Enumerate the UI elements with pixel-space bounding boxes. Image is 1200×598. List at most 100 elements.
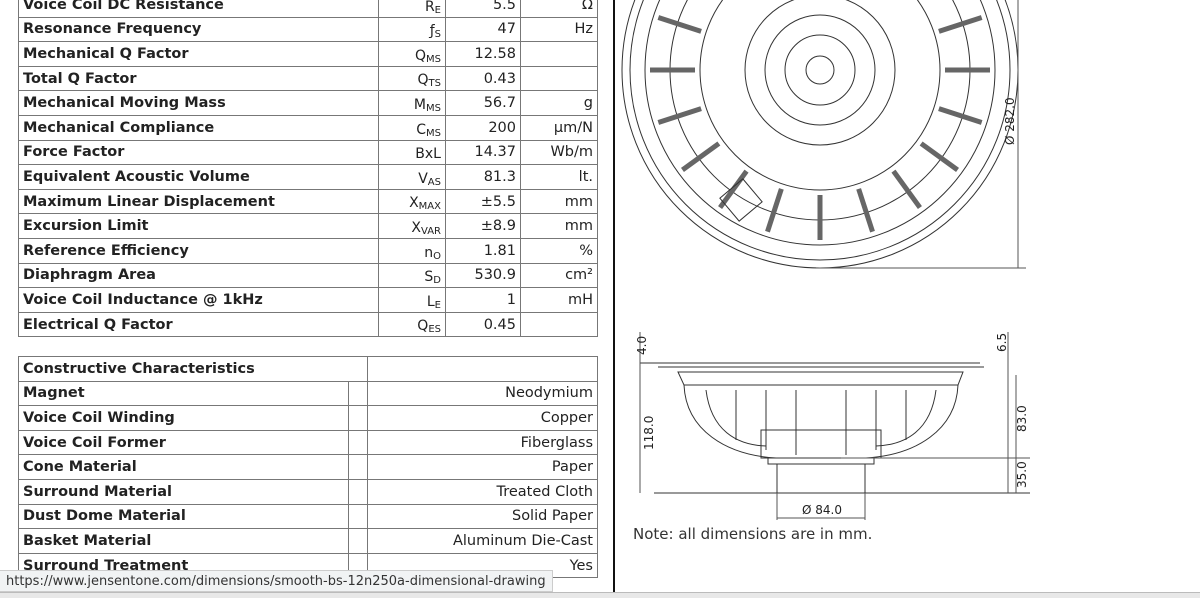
dimensional-drawing: Ø 282.0 4.0 118.0 6.5 83.0 35.0 Ø 84.0 [621, 0, 1030, 520]
parameter-label: Mechanical Compliance [18, 114, 379, 141]
parameter-unit: % [520, 237, 598, 264]
dim-mount: 6.5 [995, 333, 1009, 352]
parameter-value: 81.3 [445, 164, 521, 190]
parameter-unit: Wb/m [520, 139, 598, 166]
parameter-unit: mm [520, 188, 598, 215]
parameter-symbol: ƒS [378, 16, 446, 43]
parameter-label: Voice Coil Inductance @ 1kHz [18, 287, 379, 313]
constructive-value: Solid Paper [367, 503, 598, 530]
parameter-label: Voice Coil DC Resistance [18, 0, 379, 18]
parameter-unit [520, 41, 598, 67]
parameter-value: 14.37 [445, 139, 521, 166]
parameter-value: 530.9 [445, 262, 521, 289]
parameter-unit: mH [520, 287, 598, 313]
dim-magnet-height: 35.0 [1015, 461, 1029, 488]
parameter-unit: lt. [520, 164, 598, 190]
parameter-unit: g [520, 90, 598, 116]
side-view [639, 332, 1030, 520]
parameter-unit [520, 65, 598, 92]
parameter-unit: cm² [520, 262, 598, 289]
parameter-symbol: MMS [378, 90, 446, 116]
parameter-unit: μm/N [520, 114, 598, 141]
dimensions-note: Note: all dimensions are in mm. [633, 525, 873, 543]
constructive-value: Aluminum Die-Cast [367, 528, 598, 554]
dim-flange: 4.0 [635, 336, 649, 355]
parameter-unit: Ω [520, 0, 598, 18]
parameter-value: 1 [445, 287, 521, 313]
parameter-label: Mechanical Q Factor [18, 41, 379, 67]
constructive-row: Voice Coil Winding Copper [18, 405, 598, 431]
parameter-value: 12.58 [445, 41, 521, 67]
dim-magnet-diameter: Ø 84.0 [802, 503, 842, 517]
constructive-label: Voice Coil Former [18, 429, 349, 456]
parameter-symbol: BxL [378, 139, 446, 166]
top-view [621, 0, 1026, 269]
constructive-row: Basket Material Aluminum Die-Cast [18, 528, 598, 554]
constructive-label: Dust Dome Material [18, 503, 349, 530]
parameter-value: 200 [445, 114, 521, 141]
dim-diameter: Ø 282.0 [1003, 97, 1017, 145]
parameter-symbol: LE [378, 287, 446, 313]
constructive-label: Magnet [18, 380, 349, 407]
parameter-symbol: SD [378, 262, 446, 289]
parameter-label: Reference Efficiency [18, 237, 379, 264]
dim-total-height: 118.0 [642, 416, 656, 450]
constructive-value: Fiberglass [367, 429, 598, 456]
constructive-label: Voice Coil Winding [18, 405, 349, 431]
constructive-value: Neodymium [367, 380, 598, 407]
parameter-symbol: QTS [378, 65, 446, 92]
parameter-label: Electrical Q Factor [18, 311, 379, 338]
parameter-label: Diaphragm Area [18, 262, 379, 289]
parameter-symbol: QMS [378, 41, 446, 67]
parameter-value: 1.81 [445, 237, 521, 264]
parameter-symbol: nO [378, 237, 446, 264]
parameter-value: 0.45 [445, 311, 521, 338]
constructive-value: Copper [367, 405, 598, 431]
column-divider [613, 0, 615, 592]
parameter-unit [520, 311, 598, 338]
parameter-symbol: XMAX [378, 188, 446, 215]
constructive-row: Magnet Neodymium [18, 380, 598, 407]
constructive-label: Surround Material [18, 478, 349, 505]
parameter-value: 0.43 [445, 65, 521, 92]
parameter-symbol: VAS [378, 164, 446, 190]
bottom-scrollbar[interactable] [0, 592, 1200, 598]
parameter-symbol: XVAR [378, 213, 446, 239]
constructive-value: Treated Cloth [367, 478, 598, 505]
dim-basket-height: 83.0 [1015, 405, 1029, 432]
parameter-label: Excursion Limit [18, 213, 379, 239]
constructive-row: Surround Material Treated Cloth [18, 478, 598, 505]
constructive-row: Voice Coil Former Fiberglass [18, 429, 598, 456]
constructive-header-row: Constructive Characteristics [18, 356, 598, 382]
constructive-label: Cone Material [18, 454, 349, 480]
parameter-symbol: CMS [378, 114, 446, 141]
parameter-symbol: RE [378, 0, 446, 18]
parameter-value: 56.7 [445, 90, 521, 116]
parameter-label: Resonance Frequency [18, 16, 379, 43]
parameter-label: Total Q Factor [18, 65, 379, 92]
parameter-symbol: QES [378, 311, 446, 338]
parameter-label: Equivalent Acoustic Volume [18, 164, 379, 190]
constructive-label: Basket Material [18, 528, 349, 554]
parameter-value: 5.5 [445, 0, 521, 18]
constructive-table: Constructive Characteristics Magnet Neody… [18, 356, 598, 579]
parameter-label: Maximum Linear Displacement [18, 188, 379, 215]
constructive-row: Dust Dome Material Solid Paper [18, 503, 598, 530]
status-bar-url: https://www.jensentone.com/dimensions/sm… [0, 570, 553, 592]
parameter-unit: mm [520, 213, 598, 239]
constructive-header: Constructive Characteristics [18, 356, 368, 382]
